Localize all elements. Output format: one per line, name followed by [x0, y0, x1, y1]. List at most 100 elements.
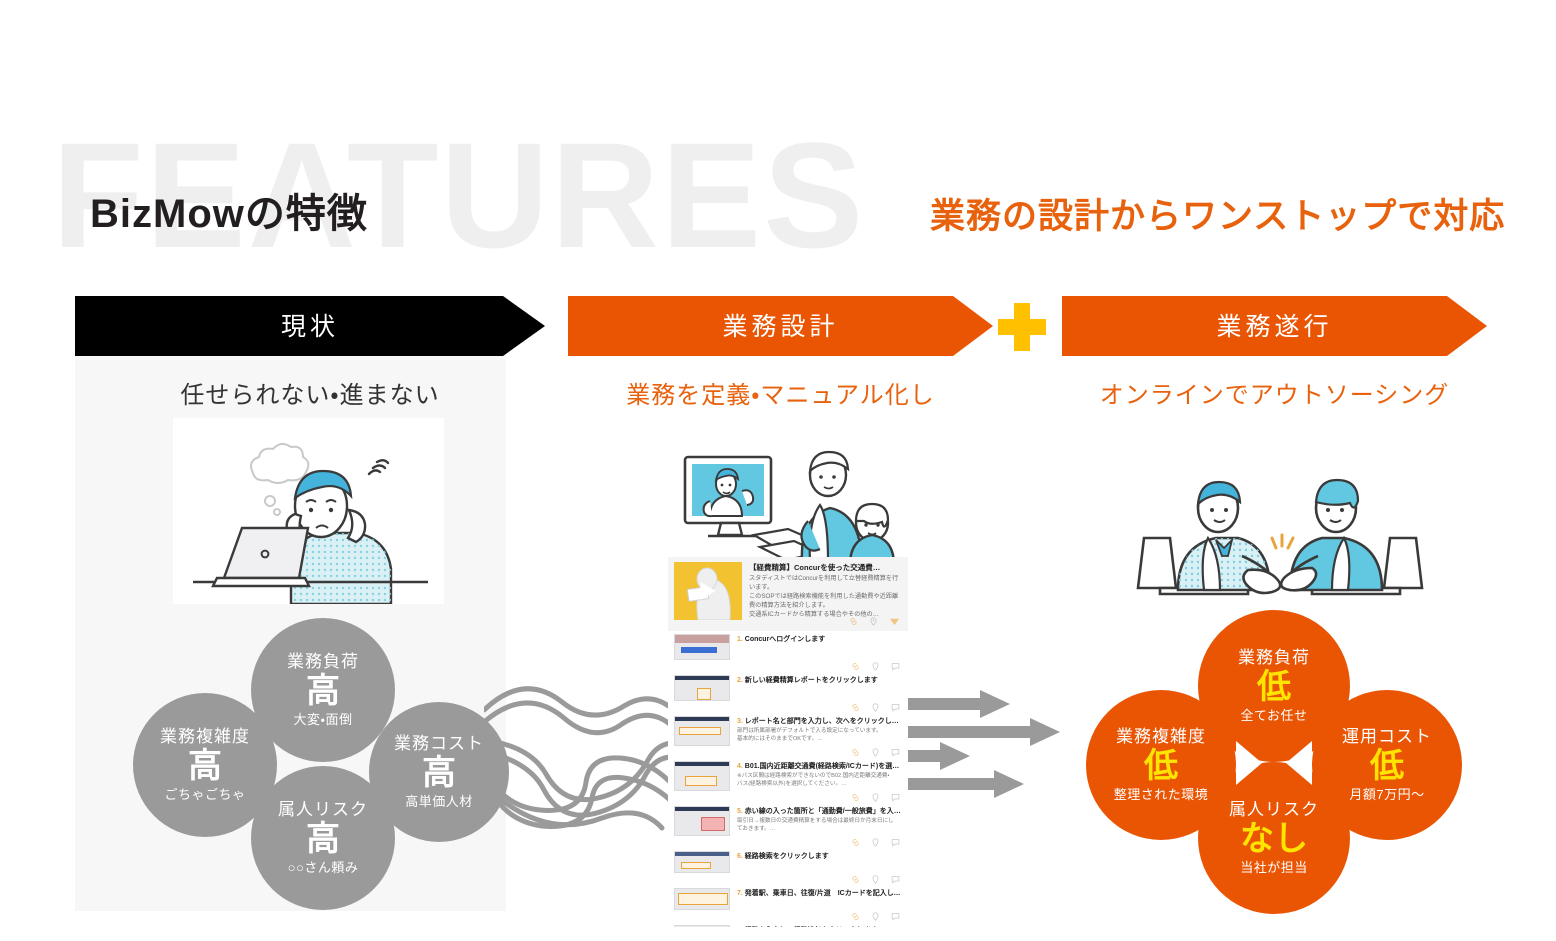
circle-workload-current-label: 業務負荷	[287, 651, 359, 671]
link-icon[interactable]	[851, 748, 860, 757]
subtitle-current-state: 任せられない・進まない	[180, 381, 440, 409]
banner-current-state-label: 現状	[280, 313, 339, 341]
cluster-notch-right-icon	[1286, 741, 1312, 785]
step-number: 1.	[737, 636, 743, 643]
step-heading: 4. B01.国内近距離交通費(経路検索/ICカード)を選択…	[737, 761, 902, 771]
step-screenshot	[674, 675, 730, 701]
step-subtext: 取引日→複数日の交通費精算をする場合は最終日か月末日にし ておきます。…	[737, 818, 894, 833]
comment-icon[interactable]	[891, 793, 900, 802]
circle-workload-result-label: 業務負荷	[1238, 647, 1310, 667]
video-thumbnail[interactable]	[674, 562, 742, 620]
manual-video-text: 【経費精算】Concurを使った交通費… スタディストではConcurを利用して…	[742, 562, 902, 631]
link-icon[interactable]	[851, 793, 860, 802]
step-text-block: 7. 発着駅、乗車日、往復/片道 ICカードを記入して…	[730, 888, 902, 910]
step-screenshot	[674, 761, 730, 791]
step-label: B01.国内近距離交通費(経路検索/ICカード)を選択…	[744, 763, 902, 770]
circle-workload-current-note: 大変・面倒	[293, 712, 353, 728]
manual-step-row[interactable]: 1. Concurへログインします	[668, 631, 908, 660]
step-heading: 7. 発着駅、乗車日、往復/片道 ICカードを記入して…	[737, 888, 902, 898]
banner-business-execution-label: 業務遂行	[1216, 313, 1333, 341]
step-heading: 6. 経路検索をクリックします	[737, 851, 902, 861]
step-text-block: 3. レポート名と部門を入力し、次へをクリックします 部門は所属部署がデフォルト…	[730, 716, 902, 746]
circle-workload-current: 業務負荷 高 大変・面倒	[251, 618, 395, 762]
link-icon[interactable]	[851, 875, 860, 884]
step-screenshot	[674, 806, 730, 836]
circle-complexity-result-label: 業務複雑度	[1116, 726, 1206, 746]
pin-icon[interactable]	[871, 748, 880, 757]
circle-key-person-risk-current: 属人リスク 高 ○○さん頼み	[251, 766, 395, 910]
manual-document-panel[interactable]: 【経費精算】Concurを使った交通費… スタディストではConcurを利用して…	[668, 557, 908, 927]
step-icon-row	[668, 791, 908, 803]
comment-icon[interactable]	[891, 912, 900, 921]
link-icon[interactable]	[851, 662, 860, 671]
handshake-illustration	[1130, 452, 1430, 610]
manual-step-row[interactable]: 7. 発着駅、乗車日、往復/片道 ICカードを記入して…	[668, 885, 908, 910]
step-icon-row	[668, 701, 908, 713]
step-label: 新しい経費精算レポートをクリックします	[744, 677, 878, 684]
manual-step-row[interactable]: 8. 経路を入力し、経路追加をクリックします。 通勤経路やよく使う経路はお気に入…	[668, 922, 908, 927]
manual-step-row[interactable]: 4. B01.国内近距離交通費(経路検索/ICカード)を選択… ※バス区間は経路…	[668, 758, 908, 791]
step-heading: 1. Concurへログインします	[737, 634, 902, 644]
manual-video-description: スタディストではConcurを利用して立替経費精算を行います。 このSOPでは経…	[749, 575, 899, 618]
circle-operating-cost-result-label: 運用コスト	[1342, 726, 1432, 746]
comment-icon[interactable]	[891, 838, 900, 847]
chevron-down-icon[interactable]	[889, 616, 900, 627]
comment-icon[interactable]	[891, 748, 900, 757]
circle-key-person-risk-current-label: 属人リスク	[278, 799, 368, 819]
step-label: レポート名と部門を入力し、次へをクリックします	[744, 718, 902, 725]
pin-icon[interactable]	[871, 793, 880, 802]
step-heading: 3. レポート名と部門を入力し、次へをクリックします	[737, 716, 902, 726]
step-icon-row	[668, 660, 908, 672]
circle-complexity-current-value: 高	[188, 747, 222, 786]
manual-step-row[interactable]: 2. 新しい経費精算レポートをクリックします	[668, 672, 908, 701]
circle-key-person-risk-result-value: なし	[1240, 820, 1308, 859]
banner-business-design: 業務設計	[568, 296, 993, 356]
orange-headline: 業務の設計からワンストップで対応	[930, 197, 1506, 236]
step-screenshot	[674, 716, 730, 746]
step-text-block: 5. 赤い線の入った箇所と「通勤費/一般旅費」を入力… 取引日→複数日の交通費精…	[730, 806, 902, 836]
banner-business-execution: 業務遂行	[1062, 296, 1487, 356]
link-icon[interactable]	[849, 617, 858, 626]
manual-step-row[interactable]: 3. レポート名と部門を入力し、次へをクリックします 部門は所属部署がデフォルト…	[668, 713, 908, 746]
manual-step-row[interactable]: 6. 経路検索をクリックします	[668, 848, 908, 873]
pin-icon[interactable]	[871, 912, 880, 921]
step-number: 7.	[737, 890, 743, 897]
step-subtext: ※バス区間は経路検索ができないのでB02.国内近距離交通費・ バス(経路検索以外…	[737, 773, 890, 788]
link-icon[interactable]	[851, 703, 860, 712]
step-label: Concurへログインします	[744, 636, 826, 643]
pin-icon[interactable]	[871, 703, 880, 712]
circle-workload-result-note: 全てお任せ	[1240, 708, 1308, 724]
manual-step-row[interactable]: 5. 赤い線の入った箇所と「通勤費/一般旅費」を入力… 取引日→複数日の交通費精…	[668, 803, 908, 836]
subtitle-business-design: 業務を定義・マニュアル化し	[626, 381, 935, 409]
circle-complexity-current-note: ごちゃごちゃ	[164, 787, 246, 803]
circle-workload-current-value: 高	[306, 672, 340, 711]
play-icon[interactable]	[700, 582, 716, 600]
comment-icon[interactable]	[891, 703, 900, 712]
arrows-connector	[868, 690, 1068, 805]
comment-icon[interactable]	[891, 875, 900, 884]
circle-cost-current-value: 高	[422, 754, 456, 793]
link-icon[interactable]	[851, 912, 860, 921]
circle-key-person-risk-current-note: ○○さん頼み	[287, 860, 359, 876]
circle-key-person-risk-result-label: 属人リスク	[1229, 799, 1319, 819]
step-screenshot	[674, 888, 730, 910]
banner-current-state: 現状	[75, 296, 545, 356]
step-screenshot	[674, 925, 730, 927]
circle-operating-cost-result-note: 月額7万円〜	[1349, 787, 1425, 803]
circle-cost-current-note: 高単価人材	[405, 794, 473, 810]
step-number: 5.	[737, 808, 743, 815]
pin-icon[interactable]	[871, 662, 880, 671]
step-heading: 8. 経路を入力し、経路追加をクリックします。	[737, 925, 902, 927]
step-text-block: 6. 経路検索をクリックします	[730, 851, 902, 873]
circle-key-person-risk-result: 属人リスク なし 当社が担当	[1198, 762, 1350, 914]
comment-icon[interactable]	[891, 662, 900, 671]
pin-icon[interactable]	[871, 875, 880, 884]
step-heading: 5. 赤い線の入った箇所と「通勤費/一般旅費」を入力…	[737, 806, 902, 816]
step-number: 3.	[737, 718, 743, 725]
pin-icon[interactable]	[869, 617, 878, 626]
step-icon-row	[668, 873, 908, 885]
link-icon[interactable]	[851, 838, 860, 847]
pin-icon[interactable]	[871, 838, 880, 847]
manual-video-header[interactable]: 【経費精算】Concurを使った交通費… スタディストではConcurを利用して…	[668, 557, 908, 631]
